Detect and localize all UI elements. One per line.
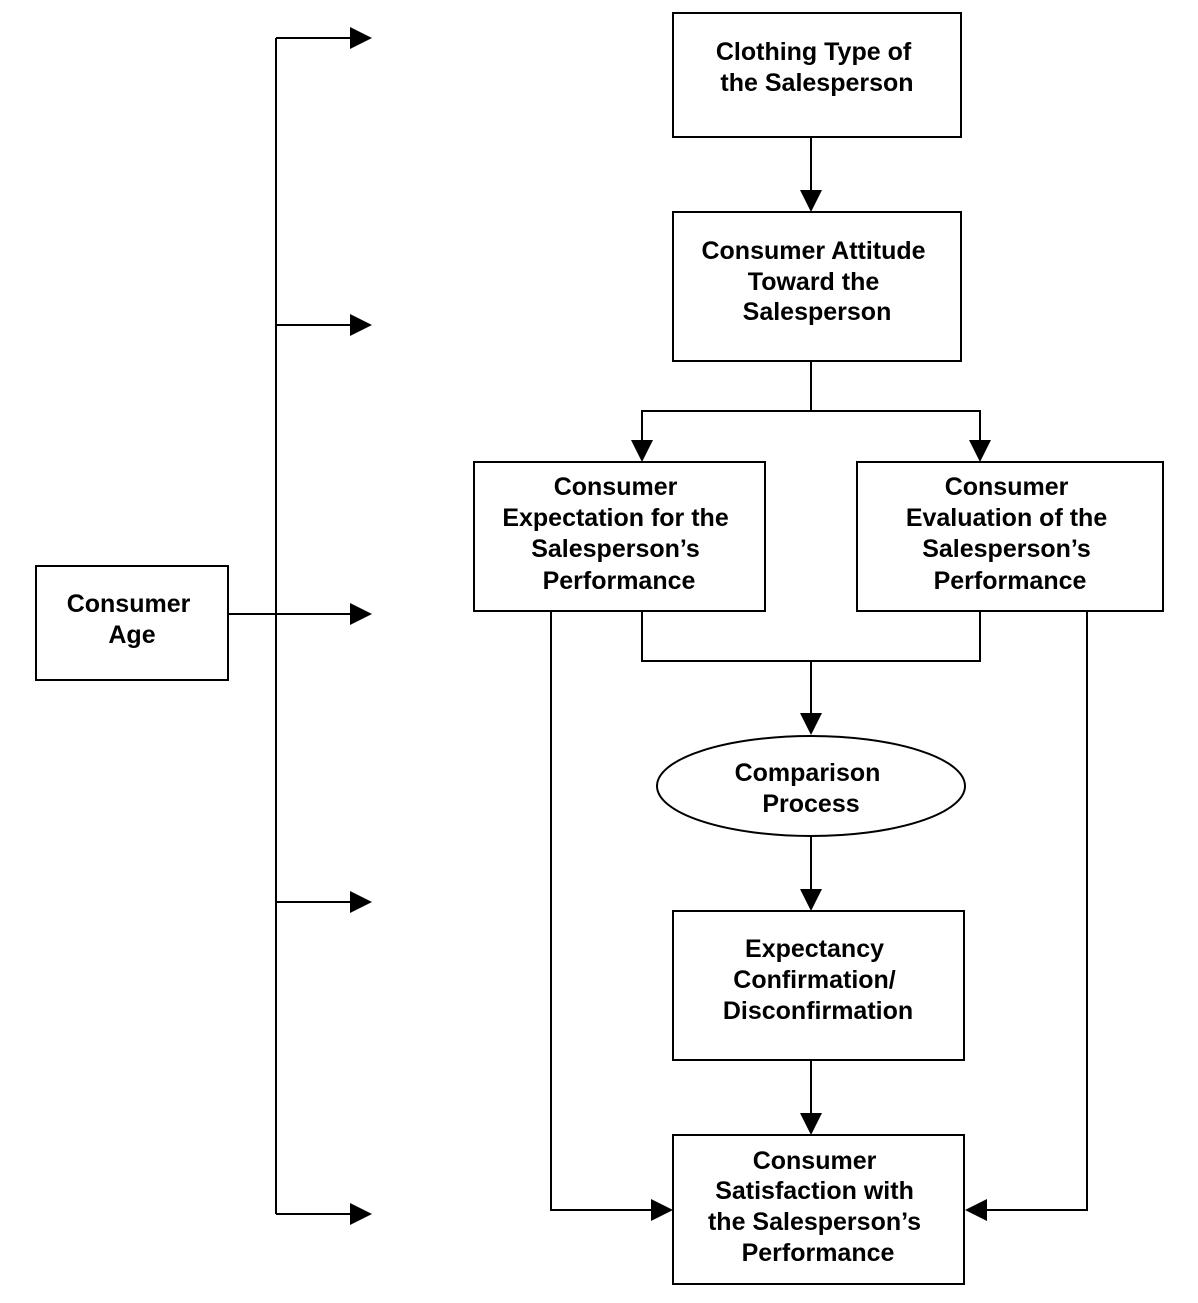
arrowhead-satisfaction-top (800, 1113, 822, 1135)
arrowhead-satisfaction-left (651, 1199, 673, 1221)
arrowhead-expectation (631, 440, 653, 462)
label-line: Clothing Type of (716, 38, 912, 66)
label-comparison: Comparison Process (735, 759, 888, 818)
arrowhead-attitude (800, 190, 822, 212)
label-line: Consumer (67, 590, 191, 618)
box-expectation (473, 461, 766, 612)
connector-attitude-to-evaluation (811, 410, 981, 444)
label-evaluation: Consumer Evaluation of the Salesperson’s… (906, 473, 1114, 595)
connector-evaluation-to-satisfaction (984, 611, 1088, 1211)
label-line: Satisfaction with (715, 1177, 914, 1205)
label-line: Disconfirmation (723, 997, 913, 1025)
ellipse-comparison (656, 735, 966, 837)
label-consumer-age: Consumer Age (67, 590, 198, 649)
label-clothing-type: Clothing Type of the Salesperson (716, 38, 918, 97)
label-line: Process (762, 790, 859, 818)
box-consumer-age (35, 565, 229, 681)
node-clothing-type: Clothing Type of the Salesperson (672, 12, 962, 138)
connectors (228, 27, 1088, 1225)
moderator-arrowhead-5 (350, 1203, 372, 1225)
label-line: the Salesperson (720, 69, 913, 97)
label-line: Comparison (735, 759, 881, 787)
moderator-arrowhead-2 (350, 314, 372, 336)
label-line: Evaluation of the (906, 504, 1108, 532)
arrowhead-evaluation (969, 440, 991, 462)
label-line: Expectation for the (502, 504, 729, 532)
box-clothing-type (672, 12, 962, 138)
moderator-arrowhead-3 (350, 603, 372, 625)
label-line: Expectancy (745, 935, 884, 963)
label-line: Performance (742, 1239, 895, 1267)
label-line: Confirmation/ (733, 966, 896, 994)
box-attitude (672, 211, 962, 362)
box-evaluation (856, 461, 1164, 612)
connector-attitude-split (641, 362, 812, 444)
label-line: Consumer (945, 473, 1069, 501)
label-line: Toward the (748, 268, 880, 296)
connector-expectation-to-satisfaction (550, 611, 654, 1211)
label-satisfaction: Consumer Satisfaction with the Salespers… (708, 1147, 928, 1267)
node-consumer-age: Consumer Age (35, 565, 229, 681)
moderator-arrowhead-4 (350, 891, 372, 913)
label-confirmation: Expectancy Confirmation/ Disconfirmation (723, 935, 913, 1025)
label-line: Salesperson (743, 298, 892, 326)
node-evaluation: Consumer Evaluation of the Salesperson’s… (856, 461, 1164, 612)
node-confirmation: Expectancy Confirmation/ Disconfirmation (672, 910, 965, 1061)
arrowhead-satisfaction-right (965, 1199, 987, 1221)
label-line: the Salesperson’s (708, 1208, 921, 1236)
connector-merge-to-comparison (641, 611, 981, 662)
label-line: Performance (934, 567, 1087, 595)
node-attitude: Consumer Attitude Toward the Salesperson (672, 211, 962, 362)
label-expectation: Consumer Expectation for the Salesperson… (502, 473, 735, 595)
moderator-arrowhead-1 (350, 27, 372, 49)
box-confirmation (672, 910, 965, 1061)
label-line: Age (108, 621, 155, 649)
label-line: Salesperson’s (531, 535, 700, 563)
node-comparison: Comparison Process (656, 735, 966, 837)
box-satisfaction (672, 1134, 965, 1285)
arrowhead-confirmation (800, 889, 822, 911)
node-satisfaction: Consumer Satisfaction with the Salespers… (672, 1134, 965, 1285)
label-line: Consumer Attitude (701, 237, 925, 265)
label-line: Performance (543, 567, 696, 595)
arrowhead-comparison (800, 713, 822, 735)
label-line: Consumer (753, 1147, 877, 1175)
node-expectation: Consumer Expectation for the Salesperson… (473, 461, 766, 612)
label-attitude: Consumer Attitude Toward the Salesperson (701, 237, 932, 326)
label-line: Salesperson’s (922, 535, 1091, 563)
label-line: Consumer (554, 473, 678, 501)
